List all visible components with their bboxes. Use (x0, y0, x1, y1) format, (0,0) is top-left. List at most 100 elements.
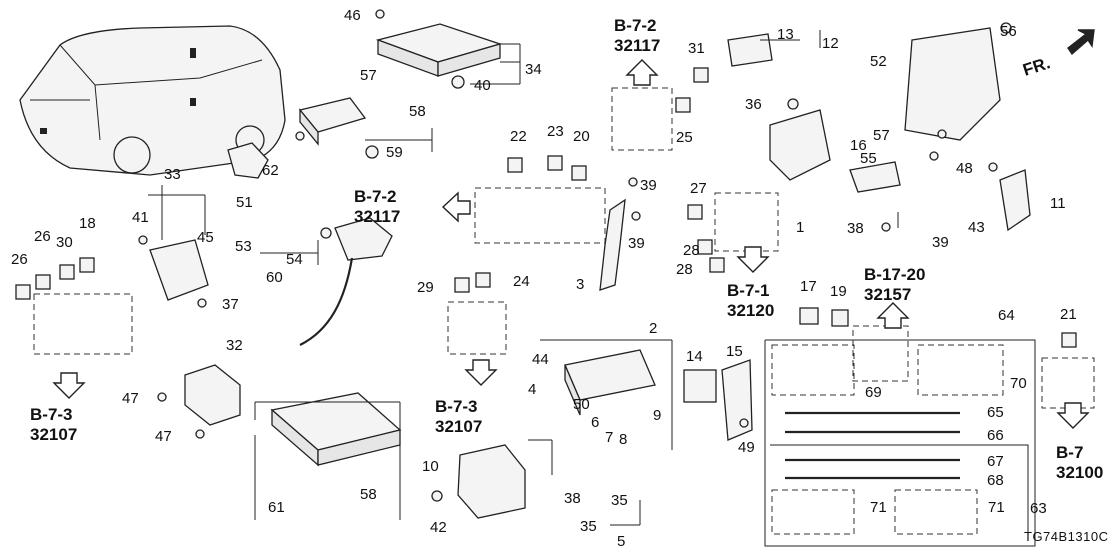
part-number-label: 28 (676, 261, 693, 278)
part-number-label: 34 (525, 61, 542, 78)
part-number-label: 29 (417, 279, 434, 296)
part-number-label: 19 (830, 283, 847, 300)
part-number-label: 58 (409, 103, 426, 120)
part-number-label: 26 (11, 251, 28, 268)
part-number-label: 31 (688, 40, 705, 57)
part-number-label: 20 (573, 128, 590, 145)
part-number-label: 49 (738, 439, 755, 456)
part-number-label: 58 (360, 486, 377, 503)
reference-section: B-7-3 (30, 405, 73, 424)
part-number-label: 9 (653, 407, 661, 424)
part-number-label: 42 (430, 519, 447, 536)
part-number-label: 32 (226, 337, 243, 354)
part-number-label: 24 (513, 273, 530, 290)
part-number-label: 60 (266, 269, 283, 286)
reference-number: 32107 (30, 425, 77, 444)
reference-section: B-7-2 (354, 187, 397, 206)
part-number-label: 33 (164, 166, 181, 183)
part-number-label: 41 (132, 209, 149, 226)
part-number-label: 2 (649, 320, 657, 337)
part-number-label: 28 (683, 242, 700, 259)
part-number-label: 6 (591, 414, 599, 431)
reference-number: 32100 (1056, 463, 1103, 482)
part-number-label: 64 (998, 307, 1015, 324)
part-number-label: 5 (617, 533, 625, 550)
part-number-label: 37 (222, 296, 239, 313)
part-number-label: 30 (56, 234, 73, 251)
part-number-label: 38 (564, 490, 581, 507)
reference-arrows (52, 29, 1095, 429)
reference-section: B-7-2 (614, 16, 657, 35)
part-number-label: 67 (987, 453, 1004, 470)
parts-shapes (15, 9, 1077, 519)
part-number-label: 39 (640, 177, 657, 194)
part-number-label: 39 (628, 235, 645, 252)
reference-number: 32120 (727, 301, 774, 320)
part-number-label: 11 (1050, 195, 1066, 212)
part-number-label: 23 (547, 123, 564, 140)
part-number-label: 44 (532, 351, 549, 368)
reference-section: B-7-1 (727, 281, 770, 300)
part-number-label: 35 (580, 518, 597, 535)
part-number-label: 18 (79, 215, 96, 232)
part-number-label: 52 (870, 53, 887, 70)
reference-labels: B-7-232117B-7-232117B-7-332107B-7-332107… (30, 16, 1103, 482)
part-number-label: 26 (34, 228, 51, 245)
part-number-label: 59 (386, 144, 403, 161)
part-number-label: 61 (268, 499, 285, 516)
part-number-label: 35 (611, 492, 628, 509)
part-number-label: 39 (932, 234, 949, 251)
diagram-code: TG74B1310C (1024, 529, 1108, 544)
reference-number: 32107 (435, 417, 482, 436)
part-number-label: 71 (870, 499, 887, 516)
front-marker: FR. (1021, 53, 1053, 80)
part-number-label: 10 (422, 458, 439, 475)
part-number-label: 7 (605, 429, 613, 446)
part-number-label: 22 (510, 128, 527, 145)
reference-number: 32157 (864, 285, 911, 304)
part-number-label: 69 (865, 384, 882, 401)
part-number-label: 53 (235, 238, 252, 255)
vehicle-illustration (19, 25, 286, 176)
part-number-label: 27 (690, 180, 707, 197)
part-number-label: 43 (968, 219, 985, 236)
part-number-label: 57 (873, 127, 890, 144)
part-number-label: 25 (676, 129, 693, 146)
part-number-label: 13 (777, 26, 794, 43)
part-number-label: 38 (847, 220, 864, 237)
part-number-label: 56 (1000, 23, 1017, 40)
part-number-label: 63 (1030, 500, 1047, 517)
part-number-label: 71 (988, 499, 1005, 516)
part-number-label: 45 (197, 229, 214, 246)
part-number-label: 47 (122, 390, 139, 407)
reference-section: B-17-20 (864, 265, 925, 284)
part-number-label: 65 (987, 404, 1004, 421)
reference-number: 32117 (614, 36, 660, 55)
part-number-label: 1 (796, 219, 804, 236)
part-number-label: 66 (987, 427, 1004, 444)
part-number-label: 51 (236, 194, 253, 211)
part-number-label: 14 (686, 348, 703, 365)
reference-number: 32117 (354, 207, 400, 226)
part-number-label: 48 (956, 160, 973, 177)
part-number-label: 40 (474, 77, 491, 94)
part-number-label: 70 (1010, 375, 1027, 392)
part-number-label: 16 (850, 137, 867, 154)
part-number-label: 50 (573, 396, 590, 413)
part-number-label: 8 (619, 431, 627, 448)
part-number-label: 17 (800, 278, 817, 295)
part-number-label: 12 (822, 35, 839, 52)
part-number-label: 46 (344, 7, 361, 24)
part-number-label: 3 (576, 276, 584, 293)
part-number-label: 47 (155, 428, 172, 445)
part-number-label: 57 (360, 67, 377, 84)
leader-lines (148, 30, 899, 526)
part-number-label: 54 (286, 251, 303, 268)
reference-section: B-7 (1056, 443, 1083, 462)
part-number-label: 68 (987, 472, 1004, 489)
part-number-label: 4 (528, 381, 536, 398)
part-number-label: 15 (726, 343, 743, 360)
part-number-label: 36 (745, 96, 762, 113)
